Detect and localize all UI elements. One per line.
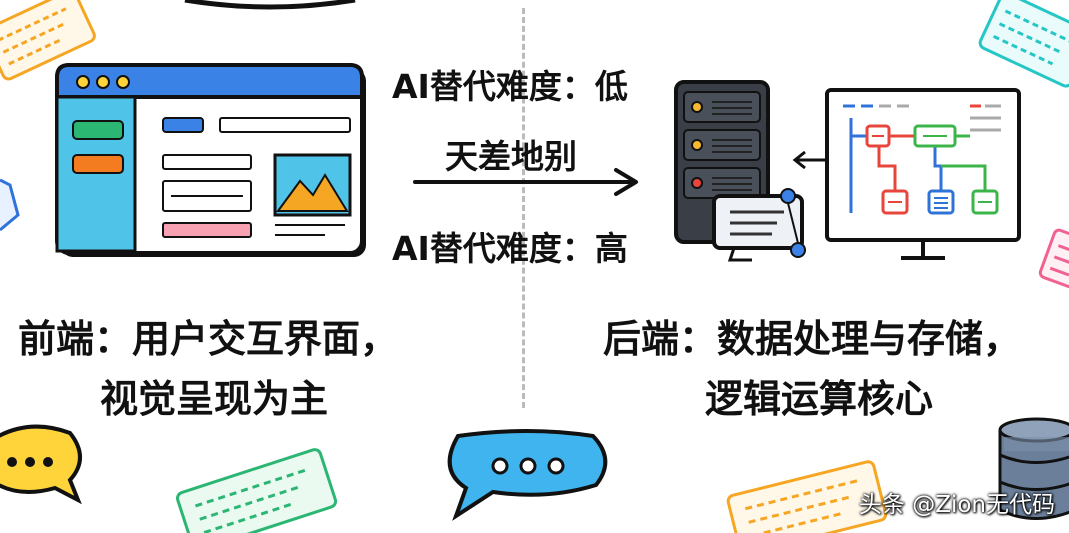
center-divider [522,8,525,408]
flowchart-monitor-icon [825,88,1021,260]
orange-code-card-top-left [0,0,96,81]
yellow-chat-bubble-icon [0,424,82,505]
backend-ai-difficulty-label: AI替代难度：高 [392,229,628,268]
backend-caption-line2: 逻辑运算核心 [705,377,934,421]
left-arrow-icon [792,150,826,170]
frontend-ai-difficulty-label: AI替代难度：低 [392,67,628,106]
frontend-browser-illustration [55,63,366,257]
pink-code-card-right-edge [1038,228,1069,290]
watermark: 头条 @Zion无代码 [858,492,1055,518]
orange-code-card-bottom [726,460,888,533]
blue-card-left-edge [0,178,20,232]
green-code-card-bottom [176,448,338,533]
server-icon [674,80,806,262]
right-arrow-icon [413,168,638,196]
decorative-arc [184,0,356,10]
frontend-caption-line1: 前端：用户交互界面， [18,317,399,361]
cyan-code-card-top-right [978,0,1069,88]
difference-label: 天差地别 [445,137,577,176]
backend-caption-line1: 后端：数据处理与存储， [603,317,1022,361]
blue-chat-bubble-icon [447,429,608,521]
frontend-caption-line2: 视觉呈现为主 [100,377,329,421]
database-icon [998,417,1069,520]
